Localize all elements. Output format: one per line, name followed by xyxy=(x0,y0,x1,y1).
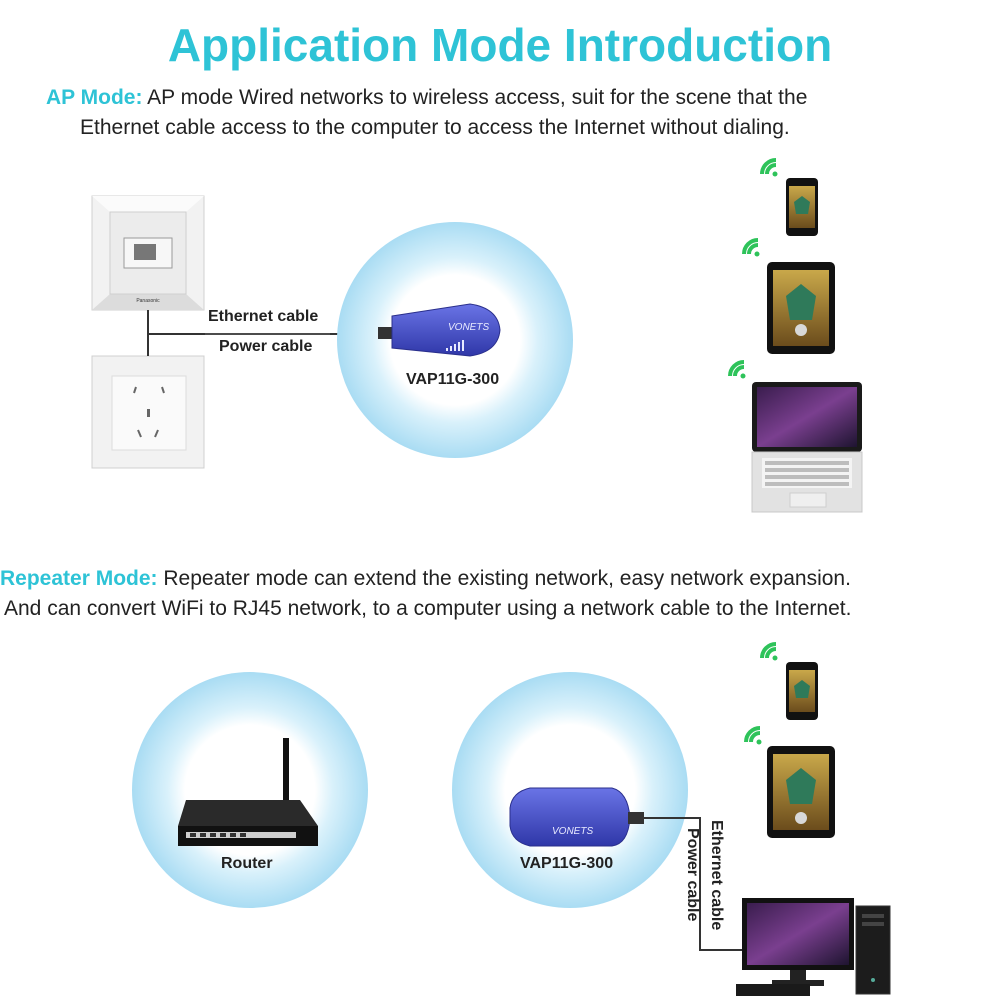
phone-icon xyxy=(786,662,818,720)
wifi-icon xyxy=(744,726,762,745)
tablet-icon xyxy=(767,262,835,354)
phone-icon xyxy=(786,178,818,236)
ap-mode-label: AP Mode: xyxy=(46,86,143,109)
tablet-icon xyxy=(767,746,835,838)
wifi-icon xyxy=(728,360,746,379)
wifi-icon xyxy=(742,238,760,257)
desktop-icon xyxy=(736,898,891,996)
power-socket-icon xyxy=(91,355,205,469)
repeater-device-logo: VONETS xyxy=(552,826,593,837)
laptop-icon xyxy=(751,382,863,513)
ap-mode-line2: Ethernet cable access to the computer to… xyxy=(80,116,790,139)
ap-mode-line1: AP mode Wired networks to wireless acces… xyxy=(147,86,808,109)
page-title: Application Mode Introduction xyxy=(167,19,833,71)
router-icon xyxy=(178,738,318,846)
repeater-mode-line2: And can convert WiFi to RJ45 network, to… xyxy=(4,597,852,620)
repeater-power-cable-label: Power cable xyxy=(684,828,701,922)
ap-device-label: VAP11G-300 xyxy=(406,371,500,388)
repeater-mode-description: Repeater Mode: Repeater mode can extend … xyxy=(0,564,1000,624)
repeater-cable xyxy=(644,817,748,951)
repeater-mode-label: Repeater Mode: xyxy=(0,567,158,590)
repeater-ethernet-cable-label: Ethernet cable xyxy=(708,820,725,931)
ap-power-cable-label: Power cable xyxy=(219,338,313,355)
router-label: Router xyxy=(221,855,273,872)
ap-ethernet-cable-label: Ethernet cable xyxy=(208,308,319,325)
repeater-device-label: VAP11G-300 xyxy=(520,855,614,872)
ap-mode-description: AP Mode: AP mode Wired networks to wirel… xyxy=(40,83,980,143)
wifi-icon xyxy=(760,642,778,661)
repeater-mode-line1: Repeater mode can extend the existing ne… xyxy=(163,567,851,590)
ethernet-socket-icon: Panasonic xyxy=(91,195,205,311)
wifi-icon xyxy=(760,158,778,177)
wall-plate-brand: Panasonic xyxy=(136,298,160,304)
router-signal-halo xyxy=(132,672,368,908)
ap-device-logo: VONETS xyxy=(448,322,489,333)
ap-device: VONETS xyxy=(378,303,501,357)
repeater-device: VONETS xyxy=(509,787,644,847)
